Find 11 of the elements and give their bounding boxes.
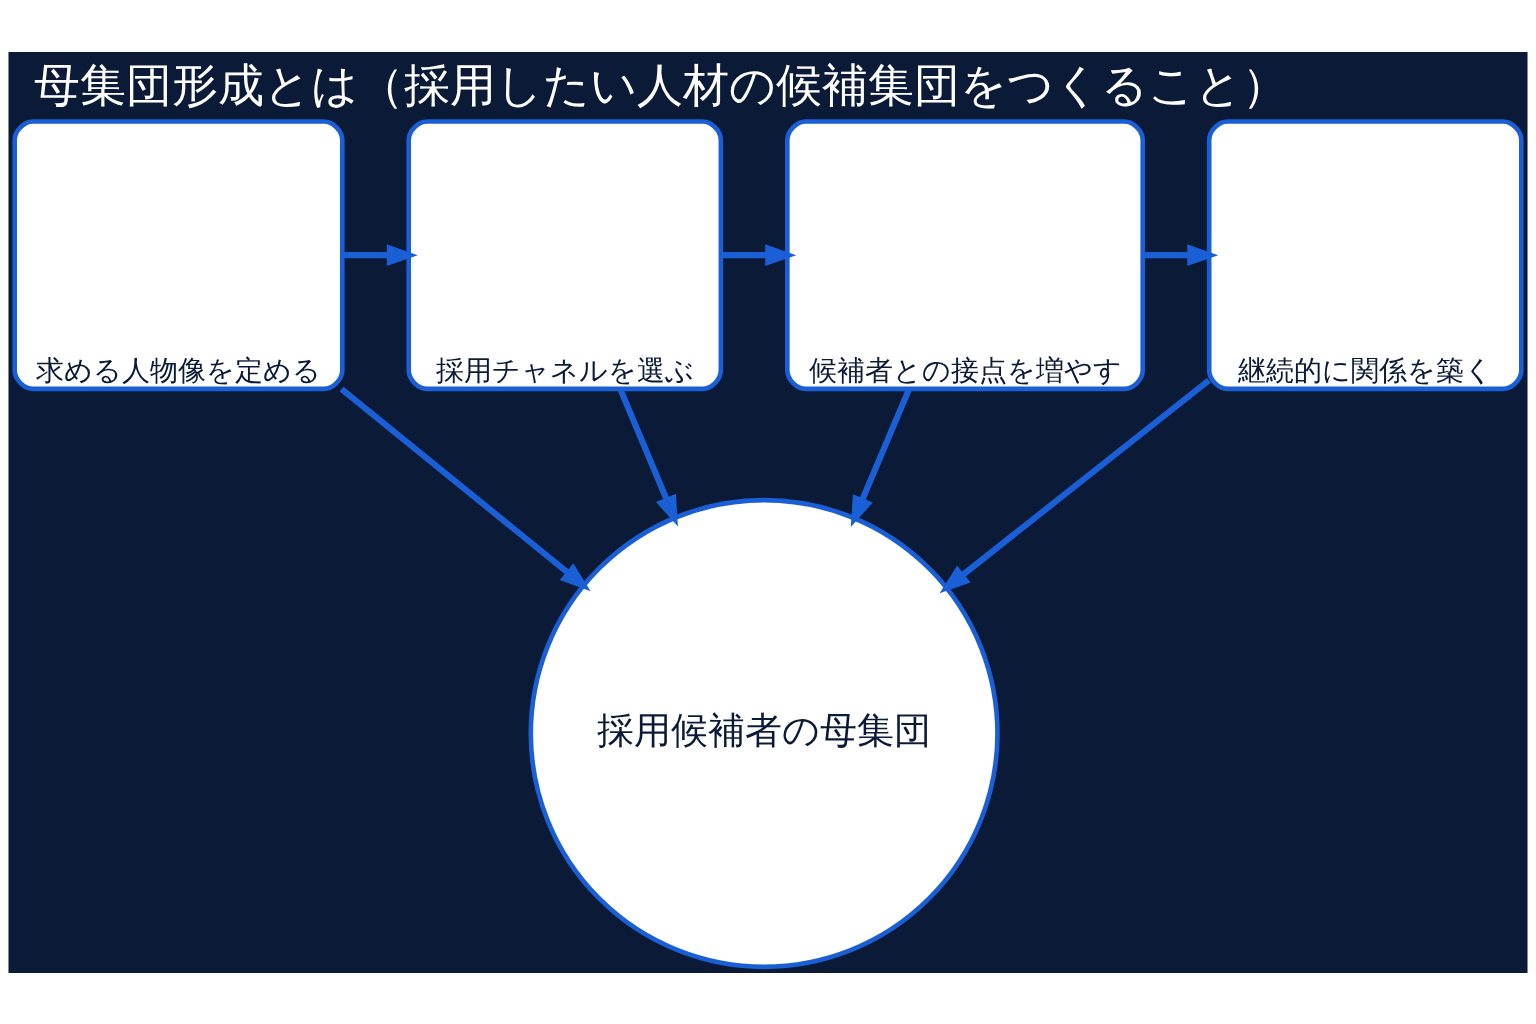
node-box: 求める人物像を定める (12, 118, 345, 391)
arrow (339, 386, 591, 591)
arrow (721, 243, 797, 266)
diagram-title: 母集団形成とは（採用したい人材の候補集団をつくること） (33, 57, 1288, 112)
arrow (342, 243, 418, 266)
arrow (1142, 243, 1219, 266)
node-box: 候補者との接点を増やす (785, 118, 1146, 391)
node-box: 採用チャネルを選ぶ (406, 118, 724, 391)
arrow (939, 377, 1211, 593)
node-circle: 採用候補者の母集団 (528, 497, 1000, 969)
node-box: 継続的に関係を築く (1206, 118, 1524, 391)
